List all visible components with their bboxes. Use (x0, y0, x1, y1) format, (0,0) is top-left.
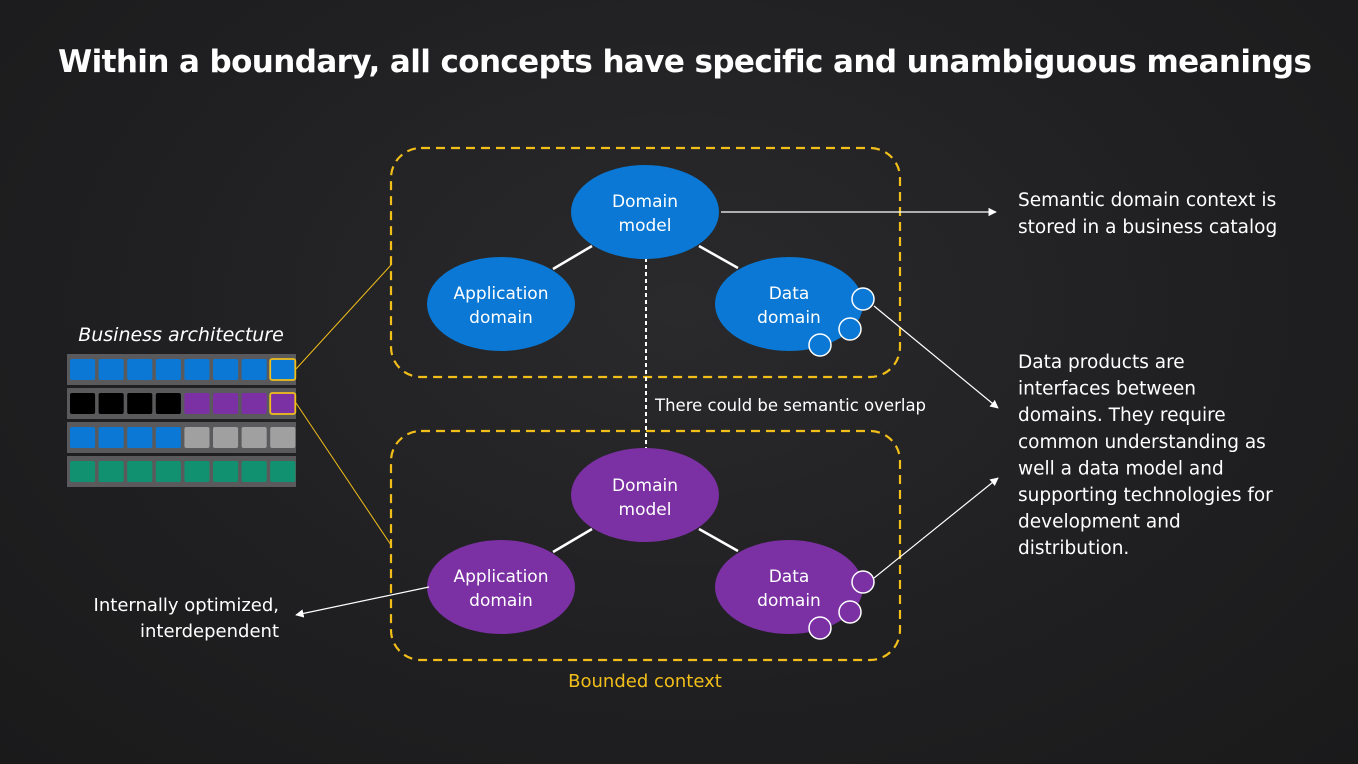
architecture-cell (270, 427, 296, 448)
bottom-data-product-port-3 (808, 616, 832, 640)
architecture-cell (127, 427, 153, 448)
architecture-cell (98, 461, 124, 482)
bottom-bounded-context-boundary (389, 429, 902, 662)
architecture-cell (70, 393, 96, 414)
architecture-cell (155, 359, 181, 380)
architecture-cell (270, 461, 296, 482)
architecture-cell (127, 461, 153, 482)
architecture-cell (184, 461, 210, 482)
data-products-note-line: well a data model and (1018, 458, 1224, 479)
top-data-product-arrow (873, 305, 999, 409)
architecture-cell (241, 427, 267, 448)
top-domain-model-node: Domain model (571, 165, 719, 259)
architecture-cell (127, 359, 153, 380)
bottom-application-domain-label-line2: domain (469, 591, 533, 611)
top-model-to-data-connector (698, 244, 739, 270)
architecture-cell (241, 359, 267, 380)
architecture-cell (213, 393, 239, 414)
bottom-data-product-arrow (873, 477, 999, 579)
catalog-note-line2: stored in a business catalog (1018, 217, 1277, 238)
architecture-cell (213, 427, 239, 448)
bounded-context-label: Bounded context (568, 671, 722, 692)
architecture-cell (98, 393, 124, 414)
data-products-note-line: development and (1018, 512, 1181, 533)
bottom-model-to-app-connector (552, 527, 593, 554)
architecture-cell (241, 393, 267, 414)
architecture-connector-top (295, 264, 392, 370)
data-products-note: Data products are interfaces between domai… (1018, 352, 1273, 559)
top-application-domain-label-line1: Application (454, 284, 549, 304)
data-products-note-line: supporting technologies for (1018, 485, 1273, 506)
bottom-data-product-port-1 (851, 570, 875, 594)
bottom-data-product-port-2 (838, 600, 862, 624)
data-products-note-line: domains. They require (1018, 405, 1226, 426)
architecture-cell (184, 393, 210, 414)
top-data-domain-node: Data domain (715, 257, 863, 351)
top-model-to-app-connector (552, 244, 593, 271)
top-data-product-port-2 (838, 317, 862, 341)
internal-label-line2: interdependent (140, 621, 279, 642)
architecture-cell (127, 393, 153, 414)
architecture-cell (155, 393, 181, 414)
bottom-data-domain-label-line2: domain (757, 591, 821, 611)
architecture-cell (155, 427, 181, 448)
bottom-data-domain-node: Data domain (715, 540, 863, 634)
bottom-application-domain-label-line1: Application (454, 567, 549, 587)
bottom-domain-model-label-line1: Domain (612, 476, 678, 496)
business-architecture-grid (67, 354, 297, 487)
architecture-cell (98, 427, 124, 448)
data-products-note-line: distribution. (1018, 538, 1129, 559)
data-products-note-line: interfaces between (1018, 379, 1196, 400)
architecture-highlight-cell (269, 392, 297, 415)
bottom-domain-model-label-line2: model (619, 500, 672, 520)
top-domain-model-label-line1: Domain (612, 192, 678, 212)
architecture-highlight-cell (269, 358, 297, 381)
bottom-model-to-data-connector (698, 527, 739, 553)
architecture-connector-bottom (295, 402, 392, 546)
architecture-cell (155, 461, 181, 482)
architecture-cell (70, 461, 96, 482)
architecture-cell (184, 359, 210, 380)
architecture-cell (98, 359, 124, 380)
top-domain-model-label-line2: model (619, 216, 672, 236)
bottom-application-domain-node: Application domain (427, 540, 575, 634)
catalog-note-line1: Semantic domain context is (1018, 190, 1276, 211)
internal-optimization-arrow (295, 586, 430, 618)
top-application-domain-node: Application domain (427, 257, 575, 351)
architecture-cell (241, 461, 267, 482)
bottom-domain-model-node: Domain model (571, 448, 719, 542)
architecture-cell (70, 427, 96, 448)
architecture-cell (184, 427, 210, 448)
architecture-cell (213, 359, 239, 380)
slide-title: Within a boundary, all concepts have spe… (58, 44, 1312, 80)
architecture-cell (70, 359, 96, 380)
data-products-note-line: common understanding as (1018, 432, 1266, 453)
business-architecture-label: Business architecture (78, 324, 284, 346)
semantic-overlap-label: There could be semantic overlap (654, 396, 926, 415)
internal-label-line1: Internally optimized, (94, 595, 279, 616)
top-application-domain-label-line2: domain (469, 308, 533, 328)
top-data-domain-label-line1: Data (769, 284, 810, 304)
data-products-note-line: Data products are (1018, 352, 1185, 373)
top-data-product-port-1 (851, 287, 875, 311)
architecture-cell (213, 461, 239, 482)
bottom-data-domain-label-line1: Data (769, 567, 810, 587)
top-data-domain-label-line2: domain (757, 308, 821, 328)
top-data-product-port-3 (808, 333, 832, 357)
